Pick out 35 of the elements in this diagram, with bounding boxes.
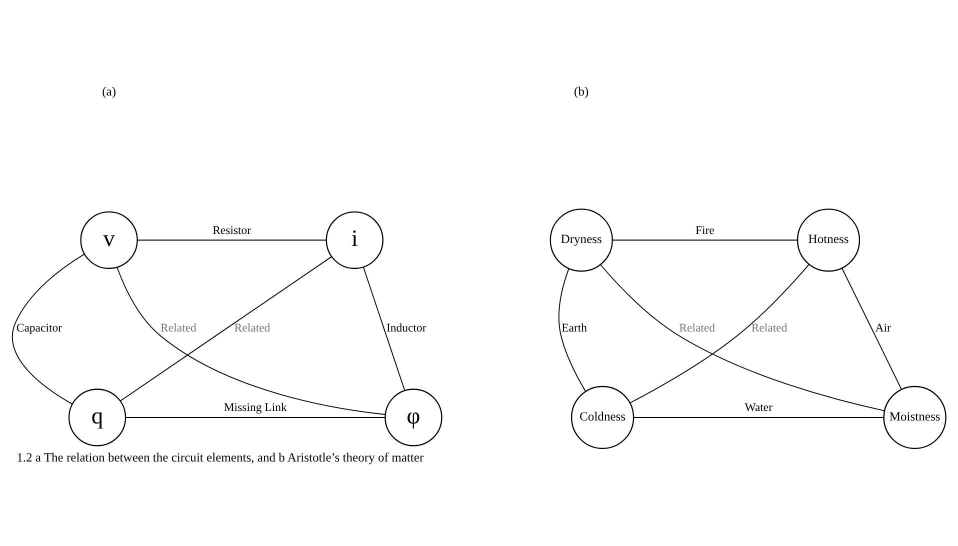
edge-label: Related	[751, 321, 788, 334]
node-circle: i	[326, 210, 384, 268]
edge-label: Related	[679, 321, 716, 334]
node-circle: Coldness	[570, 385, 634, 449]
connector	[600, 264, 885, 411]
edge-label: Fire	[695, 223, 714, 236]
connector	[120, 256, 332, 401]
edge-label: Earth	[562, 321, 588, 334]
label: (b)	[574, 84, 589, 98]
connector	[12, 253, 85, 404]
label: (a)	[102, 84, 116, 98]
node-circle: v	[80, 210, 138, 268]
connector	[558, 268, 586, 392]
connector	[633, 416, 884, 418]
node-circle: φ	[384, 388, 442, 446]
edge-label: Inductor	[386, 321, 426, 334]
edge-label: Missing Link	[224, 400, 287, 414]
node-circle: Moistness	[883, 385, 946, 449]
node-circle: q	[68, 388, 126, 446]
node-circle: Hotness	[796, 208, 860, 272]
edge-label: Capacitor	[16, 321, 62, 334]
caption: 1.2 a The relation between the circuit elements, and b Aristotle’s theory of matter	[16, 450, 424, 464]
node-circle: Dryness	[550, 208, 613, 272]
connector	[842, 267, 902, 390]
edge-label: Related	[234, 321, 270, 334]
edge-label: Water	[744, 400, 773, 414]
connector	[137, 239, 327, 240]
connector	[125, 416, 386, 418]
connector	[362, 266, 406, 390]
connector	[612, 239, 798, 240]
edge-label: Resistor	[212, 223, 252, 236]
edge-label: Air	[875, 321, 891, 334]
edge-label: Related	[160, 321, 196, 334]
connector	[630, 263, 810, 403]
connector	[116, 266, 386, 414]
